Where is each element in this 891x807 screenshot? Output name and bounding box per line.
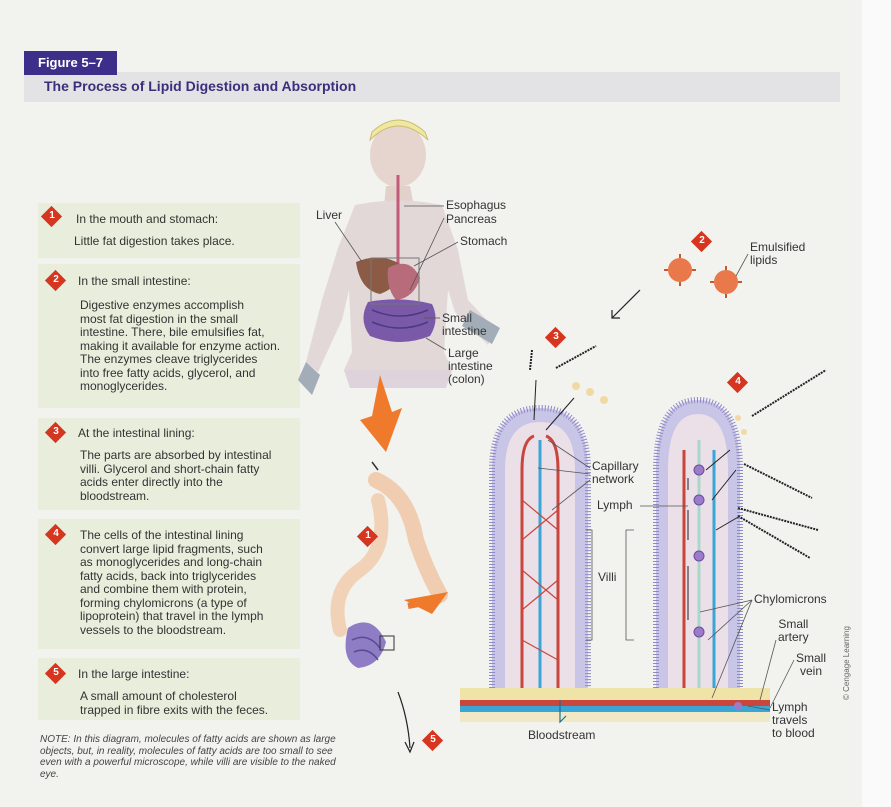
label-lymph: Lymph bbox=[597, 498, 633, 512]
title-band bbox=[24, 72, 840, 102]
figure-title: The Process of Lipid Digestion and Absor… bbox=[44, 78, 357, 94]
step-1-body-line: Little fat digestion takes place. bbox=[74, 234, 235, 248]
step-5-heading: In the large intestine: bbox=[78, 667, 190, 681]
step-4-body-line: lipoprotein) that travel in the lymph bbox=[80, 609, 264, 623]
step-4-body-line: forming chylomicrons (a type of bbox=[80, 595, 247, 610]
step-2-panel: 2 In the small intestine: Digestive enzy… bbox=[38, 264, 300, 408]
figure-tag: Figure 5–7 bbox=[24, 51, 118, 75]
step-2-body-line: into free fatty acids, glycerol, and bbox=[80, 365, 256, 380]
right-margin-strip bbox=[862, 0, 891, 807]
step-2-body-line: making it available for enzyme action. bbox=[80, 338, 281, 353]
step-2-body-line: monoglycerides. bbox=[80, 379, 168, 393]
step-4-badge: 4 bbox=[44, 523, 67, 546]
step-3-body-line: bloodstream. bbox=[80, 488, 150, 503]
label-liver: Liver bbox=[316, 208, 343, 222]
step-5-body-line: trapped in fibre exits with the feces. bbox=[80, 702, 269, 717]
step-2-heading: In the small intestine: bbox=[78, 274, 191, 288]
step-3-panel: 3 At the intestinal lining: The parts ar… bbox=[38, 418, 300, 510]
villus-right bbox=[653, 396, 743, 700]
step-2-body-line: most fat digestion in the small bbox=[80, 311, 239, 326]
label-stomach: Stomach bbox=[460, 234, 508, 248]
step-4-body-line: fatty acids, back into triglycerides bbox=[80, 568, 257, 583]
footnote: NOTE: In this diagram, molecules of fatt… bbox=[40, 734, 336, 780]
fatty-acid-chains bbox=[529, 345, 827, 559]
step-3-body-line: The parts are absorbed by intestinal bbox=[80, 448, 272, 462]
step-4-body-line: as monoglycerides and long-chain bbox=[80, 555, 263, 569]
step-2-body-line: intestine. There, bile emulsifies fat, bbox=[80, 325, 265, 339]
step-4-body-line: vessels to the bloodstream. bbox=[80, 622, 227, 637]
step-3-body-line: acids enter directly into the bbox=[80, 475, 223, 489]
marker-2: 2 bbox=[690, 230, 713, 253]
step-5-badge: 5 bbox=[44, 662, 67, 685]
marker-4: 4 bbox=[726, 371, 749, 394]
step-2-body-line: The enzymes cleave triglycerides bbox=[80, 352, 258, 366]
step-4-body: The cells of the intestinal lining conve… bbox=[80, 528, 302, 637]
step-1-badge: 1 bbox=[40, 205, 63, 228]
label-esophagus: Esophagus bbox=[446, 198, 507, 212]
label-bloodstream: Bloodstream bbox=[528, 728, 596, 742]
colon-segment bbox=[345, 622, 395, 668]
villus-left bbox=[489, 404, 591, 700]
organs bbox=[356, 257, 436, 342]
label-chylomicrons: Chylomicrons bbox=[754, 592, 827, 606]
step-2-body: Digestive enzymes accomplish most fat di… bbox=[80, 298, 302, 394]
step-3-body-line: villi. Glycerol and short-chain fatty bbox=[80, 461, 260, 476]
step-3-heading: At the intestinal lining: bbox=[78, 426, 195, 440]
step-1-panel: 1 In the mouth and stomach: Little fat d… bbox=[38, 203, 300, 258]
step-3-body: The parts are absorbed by intestinal vil… bbox=[80, 448, 302, 503]
step-4-body-line: and combine them with protein, bbox=[80, 582, 247, 596]
step-5-body-line: A small amount of cholesterol bbox=[80, 689, 237, 703]
marker-5: 5 bbox=[421, 729, 444, 752]
step-2-badge: 2 bbox=[44, 269, 67, 292]
step-3-badge: 3 bbox=[44, 421, 67, 444]
label-villi: Villi bbox=[598, 570, 617, 584]
label-pancreas: Pancreas bbox=[446, 212, 497, 226]
marker-3: 3 bbox=[544, 326, 567, 349]
step-4-body-line: The cells of the intestinal lining bbox=[80, 528, 244, 542]
step-1-heading: In the mouth and stomach: bbox=[76, 212, 219, 226]
marker-1: 1 bbox=[356, 525, 379, 548]
step-4-body-line: convert large lipid fragments, such bbox=[80, 541, 263, 556]
step-5-body: A small amount of cholesterol trapped in… bbox=[80, 689, 302, 717]
emulsified-lipid-droplets bbox=[664, 254, 742, 298]
step-1-body: Little fat digestion takes place. bbox=[74, 234, 296, 249]
glycerol-molecules bbox=[572, 382, 747, 435]
step-5-panel: 5 In the large intestine: A small amount… bbox=[38, 658, 300, 720]
step-4-panel: 4 The cells of the intestinal lining con… bbox=[38, 519, 300, 649]
step-2-body-line: Digestive enzymes accomplish bbox=[80, 298, 245, 312]
